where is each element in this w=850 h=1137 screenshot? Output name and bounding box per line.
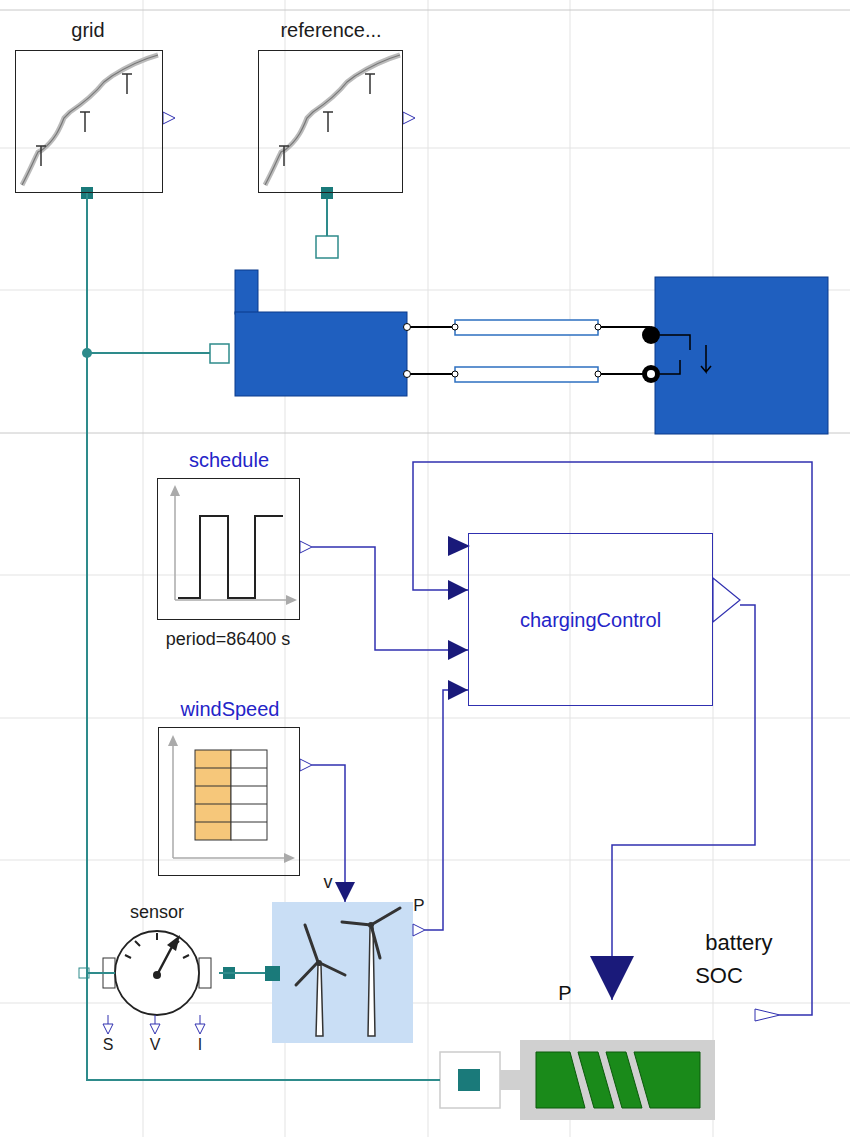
- source-block: reference...: [258, 50, 403, 193]
- block-label: sensor: [130, 902, 184, 923]
- sensor-block: sensor: [115, 931, 199, 1015]
- physical-connection: [87, 193, 115, 973]
- physical-connection: [219, 972, 265, 974]
- block-label: v: [324, 872, 333, 893]
- pin-name: S: [103, 1036, 114, 1054]
- control-block: chargingControl: [468, 533, 713, 706]
- grid-icon: [22, 55, 175, 199]
- block-label: schedule: [189, 449, 269, 472]
- reference-grid-icon: [265, 55, 415, 258]
- pin-name: V: [150, 1036, 161, 1054]
- signal-block: windSpeed: [158, 727, 300, 876]
- frame-line: [0, 10, 850, 11]
- converter-motor-drawing: [82, 270, 828, 434]
- block-label: P: [558, 982, 571, 1005]
- block-label: chargingControl: [520, 608, 661, 631]
- pin-name: I: [198, 1036, 202, 1054]
- power-sensor-symbol: [79, 931, 235, 1034]
- table-source-icon: [168, 735, 312, 863]
- block-label: period=86400 s: [166, 629, 291, 650]
- battery-block: batterySOCP: [440, 1000, 780, 1120]
- signal-connection: [425, 690, 468, 930]
- turbine-block: vP: [272, 902, 413, 1043]
- signal-connection: [312, 765, 345, 902]
- block-label: P: [413, 896, 424, 916]
- block-label: SOC: [695, 963, 743, 988]
- wind-turbine-icon: [265, 902, 425, 1043]
- signal-connection: [413, 462, 812, 1015]
- pulse-source-icon: [170, 485, 312, 605]
- battery-icon: [440, 1009, 780, 1120]
- block-label: grid: [71, 19, 104, 42]
- signal-connection: [312, 547, 468, 650]
- source-block: grid: [15, 50, 163, 193]
- signal-block: scheduleperiod=86400 s: [157, 478, 300, 620]
- physical-connection: [87, 193, 440, 1080]
- block-label: windSpeed: [181, 698, 280, 721]
- block-label: reference...: [280, 19, 381, 42]
- block-label: battery: [705, 930, 772, 955]
